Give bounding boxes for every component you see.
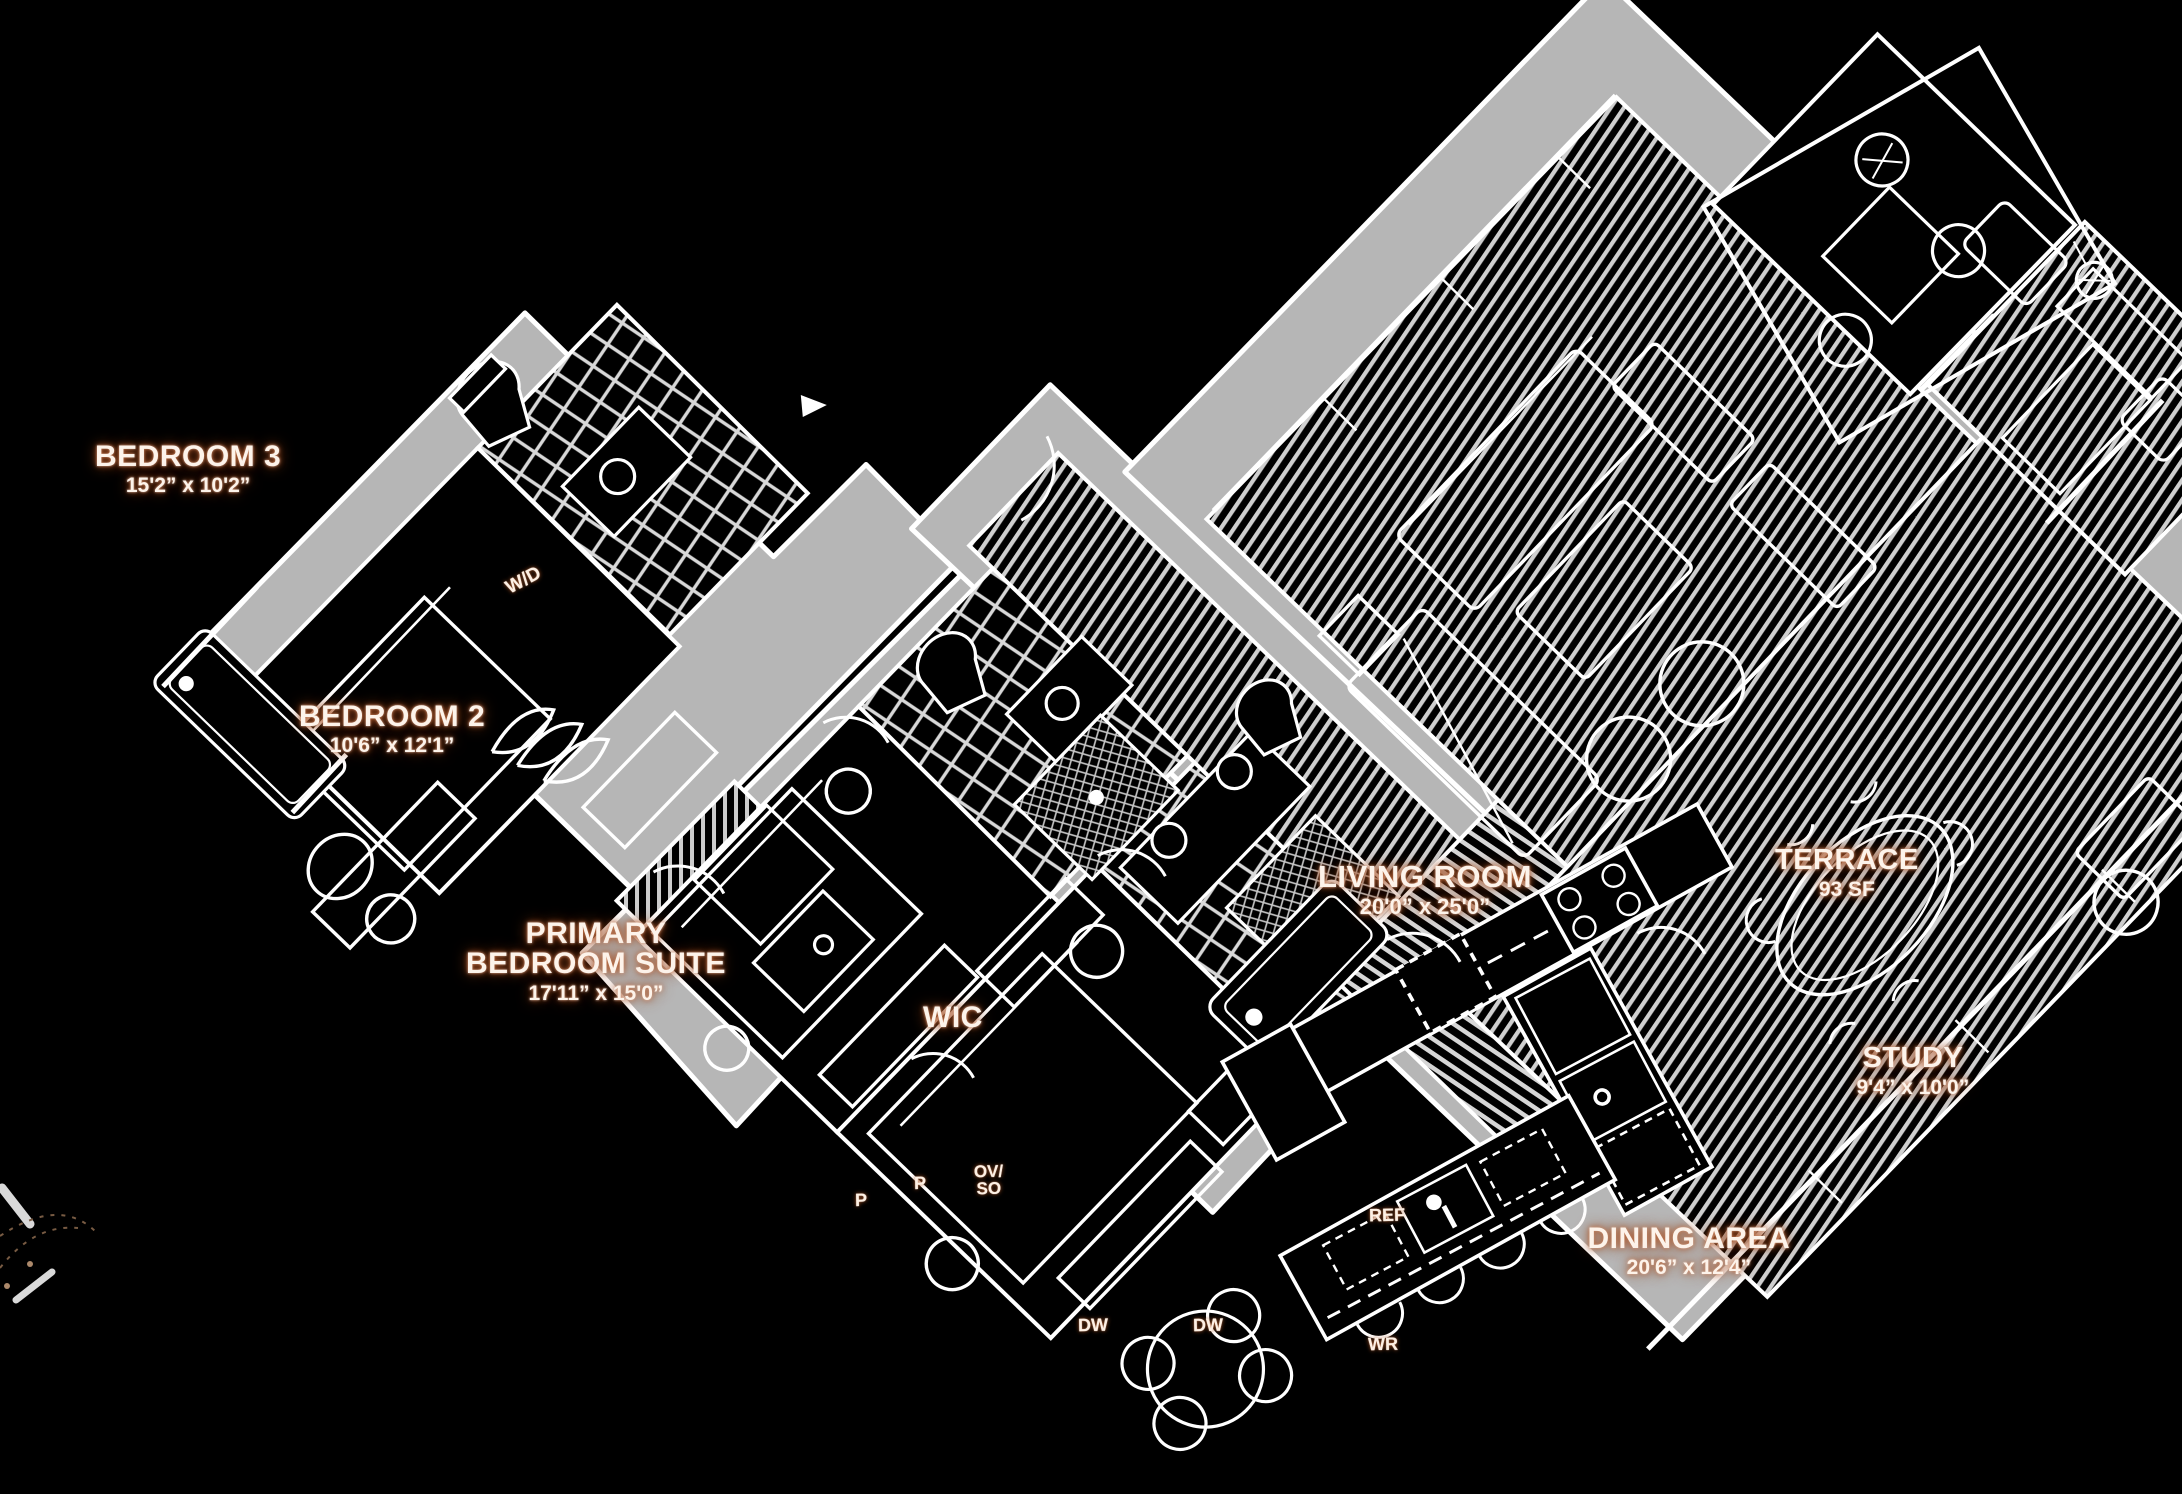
bath2-fixtures (915, 631, 1181, 882)
compass-rose-icon (0, 1183, 97, 1304)
accent-chair-2 (1658, 640, 1746, 728)
appliance-tag-pantry-1: P (854, 1189, 868, 1211)
linen-cabinet (751, 888, 876, 1014)
living-furniture (1316, 335, 1877, 858)
bedroom2-furniture (650, 767, 1106, 1110)
console-living (1612, 342, 1755, 483)
cooktop (1539, 845, 1660, 955)
bath3-fixtures (153, 352, 693, 820)
bedroom3-floor (232, 445, 683, 896)
dining-chairs (1744, 781, 1974, 1045)
shower-drain-2 (1088, 789, 1104, 806)
plant-3 (490, 707, 611, 784)
bench-primary (1055, 1138, 1225, 1311)
terrace-chair-2 (1930, 223, 1987, 279)
desk-chair-3 (365, 893, 417, 945)
north-arrow-icon (800, 395, 827, 418)
window-mullions (1322, 155, 2136, 1204)
study-lamp (2074, 260, 2114, 300)
terrace-stone (1710, 31, 2078, 397)
nightstand-2b (824, 767, 872, 815)
primary-bath-fixtures (1118, 678, 1402, 1063)
appliance-tag-pantry-2: P (913, 1172, 927, 1194)
dresser-2 (817, 942, 980, 1110)
doors-and-windows (161, 93, 2182, 1351)
sink-p2 (1215, 752, 1253, 791)
bed-primary (866, 951, 1200, 1286)
appliance-tag-dishwasher-1: DW (1077, 1314, 1109, 1336)
side-table-living (1316, 593, 1401, 678)
dining-table (1775, 814, 1955, 997)
nightstand-p2 (1068, 923, 1125, 980)
sink-2 (1044, 685, 1080, 722)
dining-furniture (1744, 777, 2182, 1045)
appliance-tag-refrigerator: REF (1368, 1204, 1406, 1226)
kitchen (1120, 801, 1735, 1452)
laundry-closet (692, 803, 876, 1014)
floor-fields (232, 31, 2182, 1341)
terrace-furniture (1700, 45, 2118, 446)
media-console (1729, 463, 1877, 609)
nightstand-3 (306, 832, 374, 901)
terrace-lounge (1963, 201, 2068, 306)
wine-fridge-box (1593, 1106, 1702, 1207)
study-chair (2120, 377, 2182, 462)
nightstand-p1 (924, 1235, 980, 1292)
bed-2 (650, 786, 924, 1061)
terrace-table (1820, 184, 1961, 326)
appliance-tag-oven-speedoven: OV/SO (973, 1161, 1003, 1199)
oven-stack (1393, 931, 1498, 1036)
toilet-2 (915, 631, 987, 715)
study-furniture (2000, 241, 2182, 496)
appliance-tag-dishwasher-2: DW (1192, 1314, 1224, 1336)
double-vanity (1118, 728, 1313, 926)
sink-p1 (1150, 821, 1188, 859)
accent-chair-1 (1584, 715, 1673, 803)
study-shelf (2054, 266, 2182, 401)
appliance-tag-wine-refrigerator: WR (1367, 1333, 1399, 1355)
barstools (1356, 1197, 1587, 1339)
closet-3 (580, 709, 719, 850)
terrace-rail (1700, 45, 2118, 446)
cooktop-burners (1557, 863, 1641, 940)
breakfast-table (1120, 1287, 1294, 1452)
terrace-chair-1 (1817, 312, 1873, 368)
sofa-side (1347, 608, 1599, 858)
toilet-primary (1234, 678, 1303, 757)
window-bands (161, 93, 2182, 1351)
planter-terrace (1854, 132, 1910, 188)
study-desk (2000, 342, 2153, 496)
nightstand-2a (703, 1024, 751, 1072)
bedroom3-furniture (276, 586, 719, 951)
coffee-table (1515, 500, 1693, 680)
washer-dryer-unit (692, 803, 836, 947)
refrigerator-box (1513, 956, 1632, 1076)
bed-3 (276, 594, 553, 873)
sink-3 (599, 457, 637, 496)
pantry-cab-1 (1219, 1021, 1348, 1163)
dining-credenza (2075, 777, 2182, 899)
desk-3 (310, 779, 478, 951)
